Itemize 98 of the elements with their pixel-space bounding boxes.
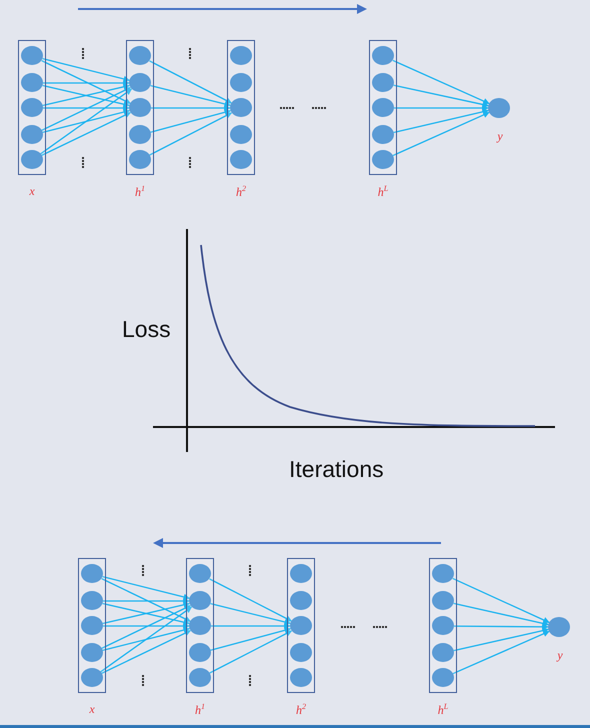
neuron-circle [432, 591, 454, 610]
neuron-circle [432, 564, 454, 583]
neuron-circle [128, 150, 150, 169]
connection-arrow [394, 84, 489, 108]
connection-arrow [392, 112, 490, 156]
layer-label: y [557, 649, 563, 661]
layer-label: x [89, 703, 95, 715]
neuron-circle [372, 150, 394, 169]
layer-label: h$^{L}$ [438, 703, 448, 716]
connection-arrow [101, 578, 191, 622]
connection-arrow [41, 87, 131, 131]
connection-arrow [454, 602, 549, 626]
neuron-circle [128, 98, 150, 117]
connection-arrow [454, 624, 549, 630]
layer-label: h$^{2}$ [236, 185, 246, 198]
neuron-circle [372, 46, 394, 65]
neuron-circle [188, 616, 210, 635]
connection-arrow [150, 84, 232, 108]
connection-arrow [100, 606, 192, 672]
connection-arrow [452, 578, 550, 624]
output-neuron [488, 98, 510, 118]
neuron-circle [290, 591, 312, 610]
layer-box [227, 40, 255, 175]
connection-arrow [102, 576, 190, 600]
neuron-circle [20, 125, 42, 144]
neuron-circle [80, 591, 102, 610]
connection-arrow [42, 108, 130, 133]
connection-arrow [209, 578, 292, 622]
connection-arrow [150, 109, 232, 133]
neuron-circle [128, 73, 150, 92]
layer-box [186, 558, 214, 693]
connection-arrow [103, 598, 190, 604]
connection-arrow [102, 626, 190, 651]
connection-arrow [454, 628, 549, 652]
neuron-circle [80, 616, 102, 635]
layer-box [429, 558, 457, 693]
connection-arrow [210, 602, 292, 626]
layer-label: h$^{L}$ [378, 185, 388, 198]
neuron-circle [188, 564, 210, 583]
layer-box [78, 558, 106, 693]
connection-arrow [149, 60, 232, 104]
neuron-circle [230, 125, 252, 144]
neuron-circle [20, 46, 42, 65]
neuron-circle [372, 98, 394, 117]
layer-label: h$^{1}$ [195, 703, 205, 716]
layer-box [287, 558, 315, 693]
connection-arrow [43, 104, 130, 112]
neuron-circle [188, 668, 210, 687]
axis-label: Iterations [289, 458, 384, 481]
neuron-circle [372, 73, 394, 92]
neuron-circle [80, 564, 102, 583]
layer-box [18, 40, 46, 175]
axis-label: Loss [122, 318, 171, 341]
neuron-circle [188, 591, 210, 610]
neuron-circle [290, 668, 312, 687]
neuron-circle [128, 125, 150, 144]
connection-arrow [43, 80, 130, 86]
neuron-circle [372, 125, 394, 144]
connection-arrow [210, 627, 292, 651]
neuron-circle [80, 643, 102, 662]
neuron-circle [20, 73, 42, 92]
neuron-circle [20, 150, 42, 169]
output-neuron [548, 617, 570, 637]
neuron-circle [230, 150, 252, 169]
layer-label: h$^{1}$ [135, 185, 145, 198]
neuron-circle [80, 668, 102, 687]
connection-arrow [151, 104, 231, 112]
neuron-circle [128, 46, 150, 65]
connection-arrow [394, 104, 489, 112]
connection-arrow [42, 58, 130, 82]
neuron-circle [432, 643, 454, 662]
connection-arrow [209, 630, 292, 674]
neuron-circle [290, 564, 312, 583]
neuron-circle [432, 668, 454, 687]
neuron-circle [230, 73, 252, 92]
neuron-circle [230, 98, 252, 117]
layer-label: y [497, 130, 503, 142]
neuron-circle [20, 98, 42, 117]
neuron-circle [230, 46, 252, 65]
neuron-circle [290, 616, 312, 635]
connection-arrow [392, 60, 490, 104]
connection-arrow [101, 605, 191, 649]
connection-arrow [41, 112, 131, 156]
connection-arrow [211, 622, 291, 630]
layer-label: h$^{2}$ [296, 703, 306, 716]
neuron-circle [432, 616, 454, 635]
layer-box [369, 40, 397, 175]
connection-arrow [103, 622, 190, 630]
connection-arrow [41, 60, 131, 104]
neuron-circle [290, 643, 312, 662]
layer-box [126, 40, 154, 175]
connection-arrow [452, 630, 550, 674]
connection-arrow [101, 630, 191, 674]
connection-arrow [40, 88, 132, 154]
neuron-circle [188, 643, 210, 662]
connection-arrow [149, 112, 232, 156]
layer-label: x [29, 185, 35, 197]
connection-arrow [393, 108, 489, 134]
